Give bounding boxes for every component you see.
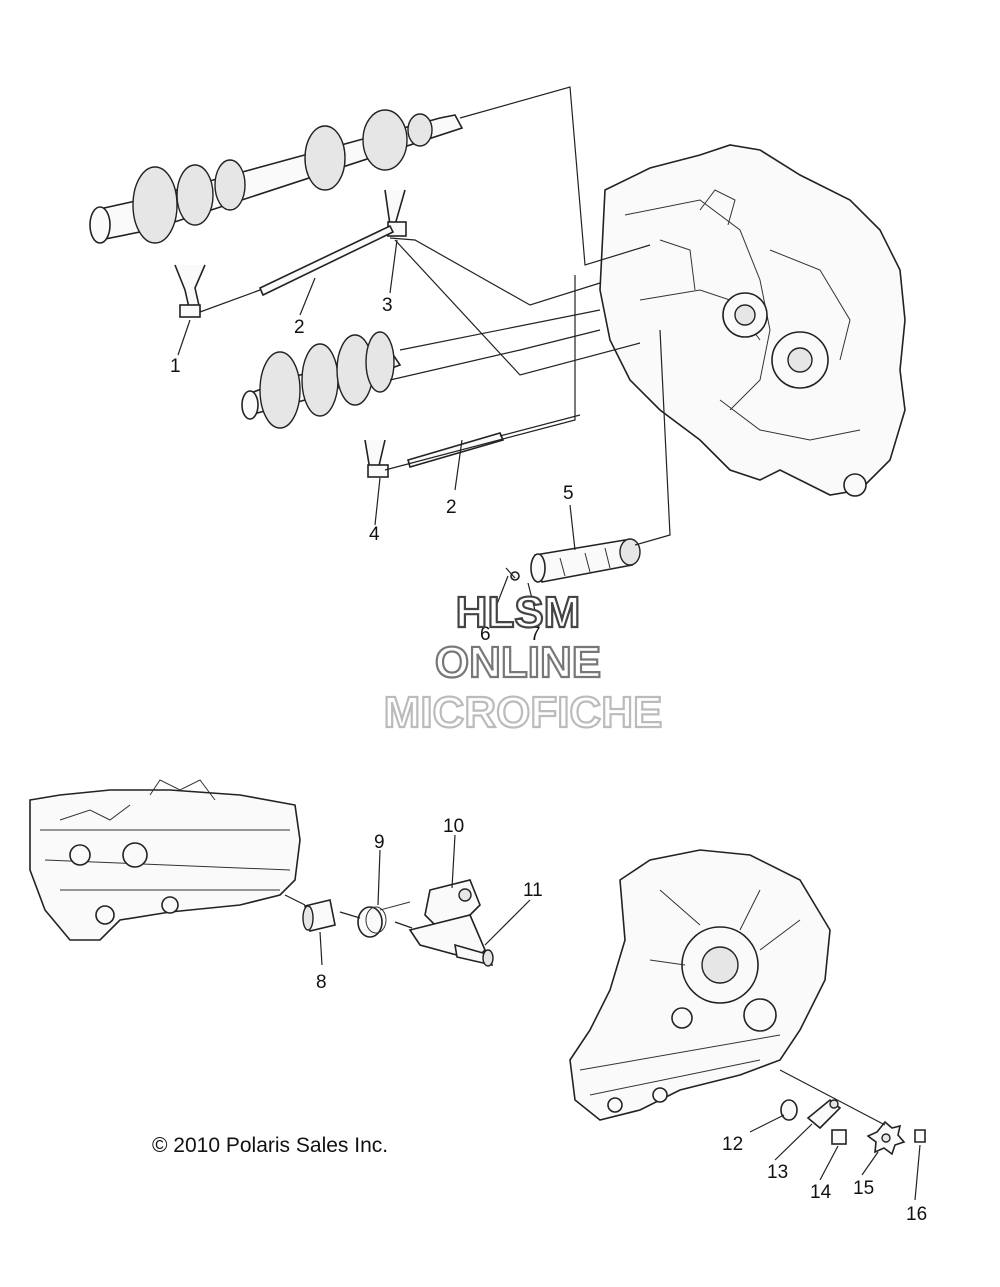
assembly-lines-lower-left — [284, 834, 531, 966]
callout-14: 14 — [810, 1182, 832, 1203]
callout-9: 9 — [374, 832, 385, 853]
sensor-bracket — [806, 1098, 842, 1130]
callout-labels: 1 2 3 4 2 5 6 7 8 9 10 11 12 13 14 15 16 — [170, 295, 927, 1225]
callout-6: 6 — [480, 624, 491, 645]
shift-forks — [174, 189, 407, 478]
watermark-line-3: MICROFICHE — [384, 688, 663, 737]
bushing — [302, 899, 336, 932]
countershaft — [241, 331, 402, 429]
bolt — [914, 1129, 926, 1143]
callout-11: 11 — [523, 880, 543, 901]
gear-position-assembly — [569, 849, 926, 1201]
nut — [831, 1129, 847, 1145]
crankcase-housing — [599, 144, 906, 497]
engine-block-left — [29, 779, 301, 941]
upper-transmission-assembly — [89, 86, 906, 623]
callout-4: 4 — [369, 524, 380, 545]
shift-shaft-assembly — [29, 779, 531, 967]
washer — [780, 1099, 798, 1121]
watermark: HLSM ONLINE MICROFICHE — [383, 587, 664, 738]
callout-1: 1 — [170, 356, 181, 377]
engine-block-right — [569, 849, 831, 1121]
assembly-lines — [177, 86, 671, 623]
assembly-lines-lower-right — [749, 1069, 921, 1201]
copyright-notice: © 2010 Polaris Sales Inc. — [152, 1134, 388, 1157]
main-shaft — [89, 109, 464, 244]
watermark-line-2: ONLINE — [435, 638, 601, 687]
callout-13: 13 — [767, 1162, 788, 1183]
callout-15: 15 — [853, 1178, 874, 1199]
callout-2-lower: 2 — [446, 497, 457, 518]
shift-rods — [258, 224, 505, 468]
callout-3: 3 — [382, 295, 393, 316]
gear-position-star — [866, 1120, 906, 1156]
callout-2-upper: 2 — [294, 317, 305, 338]
return-spring — [357, 901, 411, 938]
callout-16: 16 — [906, 1204, 927, 1225]
callout-7: 7 — [530, 624, 541, 645]
callout-10: 10 — [443, 816, 464, 837]
callout-12: 12 — [722, 1134, 743, 1155]
watermark-line-1: HLSM — [456, 588, 581, 637]
callout-8: 8 — [316, 972, 327, 993]
shift-shaft — [408, 879, 494, 967]
shift-drum — [510, 538, 641, 583]
callout-5: 5 — [563, 483, 574, 504]
